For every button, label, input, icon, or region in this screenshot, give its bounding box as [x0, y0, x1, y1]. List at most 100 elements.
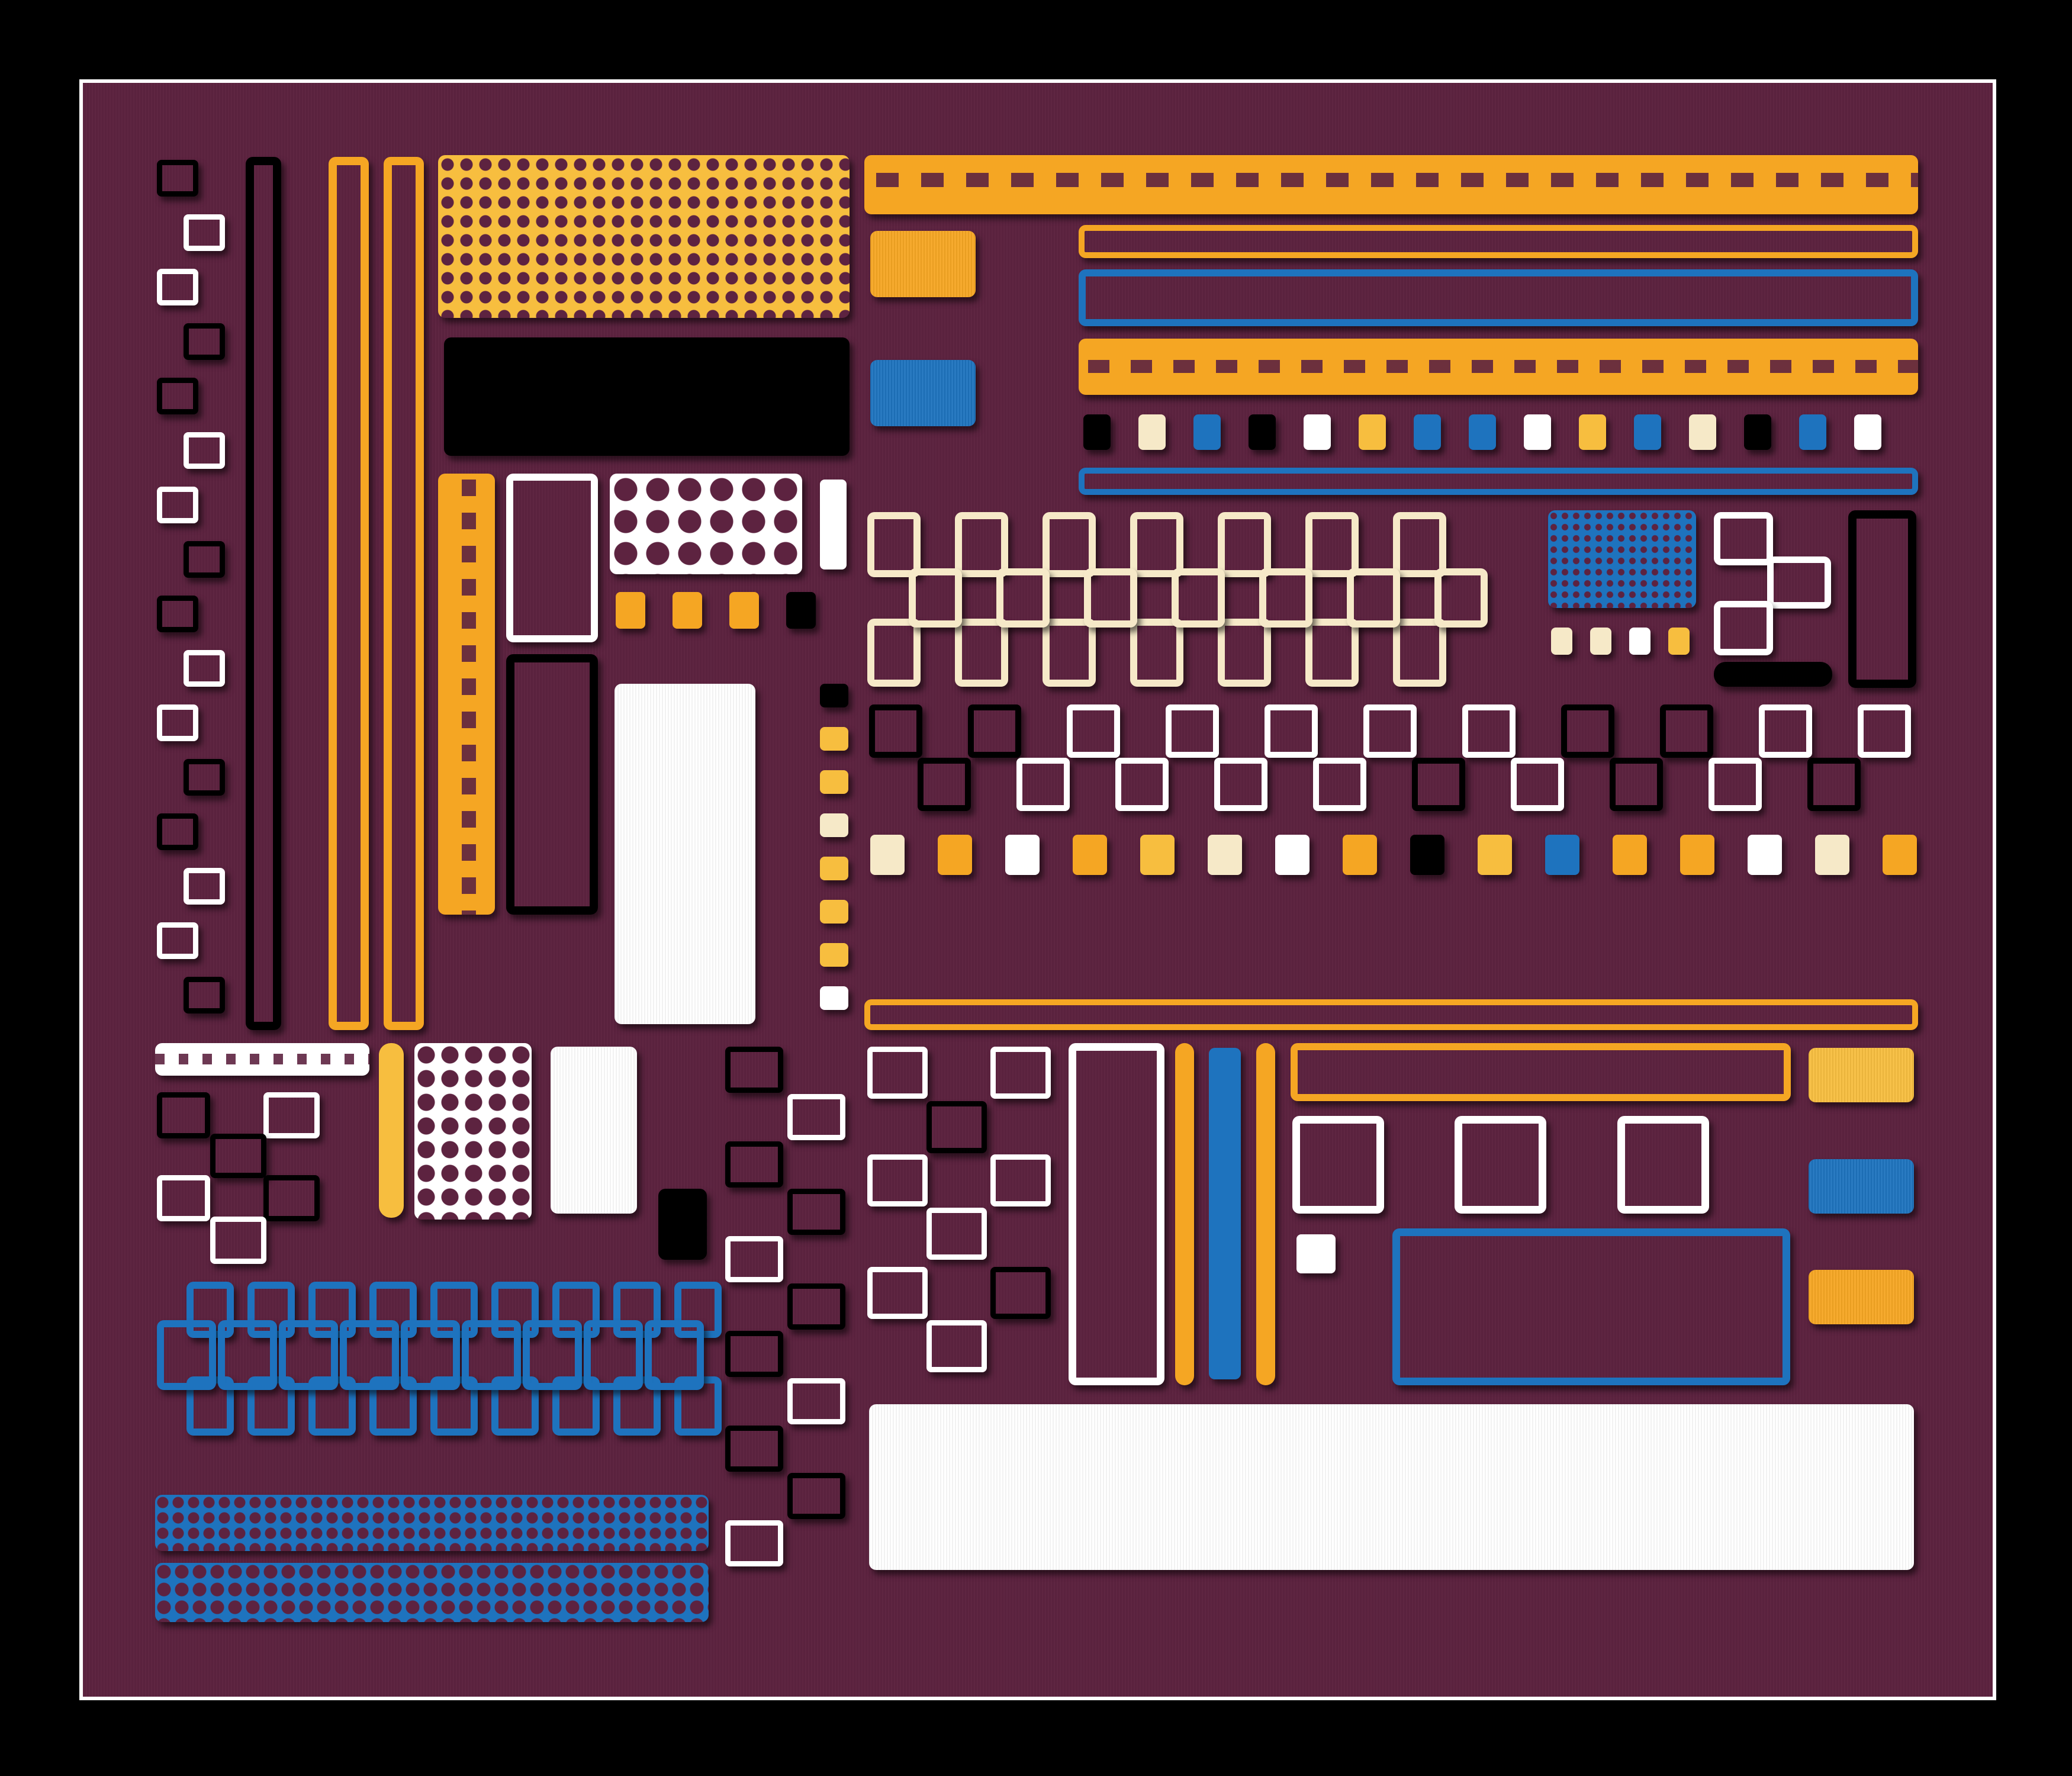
lattice-cell [1043, 512, 1096, 577]
outline-bar-orange [1291, 1043, 1791, 1101]
lattice-cell [491, 1376, 539, 1436]
small-tile-white [820, 480, 847, 570]
lattice-cell [1130, 619, 1183, 687]
small-block-black [658, 1189, 707, 1260]
bar-black [1714, 662, 1832, 687]
tile [1193, 414, 1221, 450]
tile [1744, 414, 1771, 450]
rounded-bar-yellow [379, 1043, 404, 1218]
cluster-sq [210, 1134, 266, 1178]
outline-bar-orange [864, 999, 1918, 1030]
chain-link [1313, 758, 1366, 811]
lattice-cell [1084, 568, 1137, 628]
tile [1689, 414, 1716, 450]
solid-panel-white [869, 1404, 1914, 1570]
tile [820, 986, 848, 1010]
lattice-cell [218, 1320, 277, 1390]
chain-link [725, 1426, 783, 1472]
zigzag-white [1767, 556, 1831, 609]
lattice-cell [867, 512, 921, 577]
tile [820, 857, 848, 880]
perforated-panel-white [610, 474, 802, 574]
chain-link [1067, 704, 1120, 758]
tile [1249, 414, 1276, 450]
chain-link [1214, 758, 1267, 811]
thin-bar-orange [1175, 1043, 1194, 1385]
lattice-cell [523, 1320, 582, 1390]
chain-link [725, 1141, 783, 1188]
tall-outline-bar-orange [329, 157, 369, 1030]
outline-square-white [1617, 1116, 1709, 1214]
solid-block-orange [1809, 1270, 1914, 1324]
outline-bar-orange [1079, 225, 1918, 258]
chain-link [157, 704, 198, 741]
tile [1799, 414, 1826, 450]
outline-frame-white [506, 474, 598, 642]
small-tile-white [1296, 1234, 1336, 1273]
cluster-sq [926, 1320, 987, 1372]
outline-frame-blue [1392, 1228, 1790, 1385]
zigzag-white [1714, 601, 1773, 655]
solid-block-blue [1809, 1159, 1914, 1214]
chain-link [1363, 704, 1417, 758]
chain-link [1462, 704, 1516, 758]
lattice-cell [1434, 568, 1488, 628]
lattice-cell [909, 568, 962, 628]
tile [820, 813, 848, 837]
chain-link [1412, 758, 1465, 811]
lattice-cell [955, 512, 1008, 577]
chain-link [157, 813, 198, 850]
tile [1478, 835, 1512, 875]
tile [1634, 414, 1661, 450]
chain-link [157, 160, 198, 197]
tile [1815, 835, 1849, 875]
tile [1208, 835, 1242, 875]
cluster-sq [926, 1208, 987, 1260]
outline-square-white [1292, 1116, 1384, 1214]
lattice-cell [1172, 568, 1225, 628]
cluster-sq [926, 1101, 987, 1153]
tile [1613, 835, 1647, 875]
lattice-cell [645, 1320, 704, 1390]
thin-bar-blue [1209, 1048, 1241, 1379]
tile [1359, 414, 1386, 450]
chain-link [184, 868, 225, 905]
tile [1469, 414, 1496, 450]
tile [1304, 414, 1331, 450]
lattice-cell [1259, 568, 1312, 628]
tile [1005, 835, 1040, 875]
lattice-cell [584, 1320, 643, 1390]
tile [1629, 628, 1650, 655]
cluster-sq [990, 1154, 1051, 1206]
checker-column-orange [438, 474, 495, 915]
cluster-sq [867, 1154, 928, 1206]
solid-block-yellow [1809, 1048, 1914, 1102]
chain-link [725, 1236, 783, 1282]
tile [1073, 835, 1107, 875]
tile [1138, 414, 1166, 450]
tile [1748, 835, 1782, 875]
cluster-sq [263, 1175, 320, 1221]
lattice-cell [279, 1320, 338, 1390]
tile [938, 835, 972, 875]
tile [1883, 835, 1917, 875]
outline-frame-black [506, 654, 598, 915]
chain-link [787, 1283, 845, 1330]
lattice-cell [1218, 619, 1271, 687]
tile [1551, 628, 1572, 655]
outline-bar-blue [1079, 468, 1918, 495]
chain-link [184, 977, 225, 1014]
cluster-sq [867, 1047, 928, 1099]
perforated-panel-yellow [438, 155, 850, 318]
chain-link [1166, 704, 1219, 758]
tile [1275, 835, 1310, 875]
chain-link [1660, 704, 1713, 758]
mesh-block-white [414, 1043, 532, 1220]
chain-link [1709, 758, 1762, 811]
tile [820, 900, 848, 924]
lattice-cell [1305, 512, 1359, 577]
cluster-sq [157, 1092, 210, 1138]
chain-link [787, 1189, 845, 1235]
thin-bar-orange [1256, 1043, 1275, 1385]
